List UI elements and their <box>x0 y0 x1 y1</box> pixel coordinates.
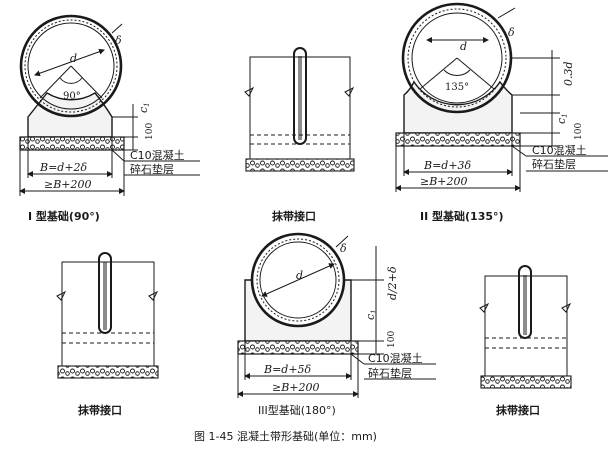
type1-gravel-label: 碎石垫层 <box>130 162 174 176</box>
band-joint-3: 抹带接口 <box>479 265 572 417</box>
type2-delta-label: δ <box>508 26 515 39</box>
type2-B-label: B=d+3δ <box>423 159 472 172</box>
type2-gravel-label: 碎石垫层 <box>532 157 576 171</box>
type3-B-label: B=d+5δ <box>263 363 312 376</box>
type2-c1-label: c1 <box>555 113 569 124</box>
type3-pipe-inner <box>259 241 337 319</box>
type2-c10-label: C10混凝土 <box>532 143 587 157</box>
type1-foundation-section: d δ 90° c1 100 B=d+2δ ≥B+200 C10混凝土 碎石垫层… <box>19 14 200 223</box>
band2-caption: 抹带接口 <box>78 403 122 417</box>
type2-pipe-inner <box>411 12 503 104</box>
type1-gravel-layer <box>19 136 125 151</box>
type1-d-label: d <box>70 52 77 65</box>
type2-pipe-outer <box>401 2 513 114</box>
band1-caption: 抹带接口 <box>272 209 316 223</box>
type1-pipe-inner <box>27 22 115 110</box>
type2-d-label: d <box>460 40 467 53</box>
type2-Btotal-label: ≥B+200 <box>420 175 468 188</box>
type3-Btotal-label: ≥B+200 <box>272 381 320 394</box>
type2-angle-label: 135° <box>445 82 469 93</box>
type3-d2-label: d/2+δ <box>386 266 399 300</box>
type3-gravel-label: 碎石垫层 <box>368 366 412 380</box>
type1-angle-label: 90° <box>63 91 81 102</box>
type1-c1-label: c1 <box>137 102 151 113</box>
band3-caption: 抹带接口 <box>496 403 540 417</box>
type3-100-label: 100 <box>387 331 397 348</box>
type2-caption: II 型基础(135°) <box>420 209 504 223</box>
type1-B-label: B=d+2δ <box>39 161 88 174</box>
type1-Btotal-label: ≥B+200 <box>44 178 92 191</box>
type1-delta-label: δ <box>115 34 122 47</box>
type2-foundation-section: d 135° δ 0.3d c1 100 B=d+3δ ≥B+200 C10混凝… <box>395 2 608 223</box>
type2-gravel-layer <box>395 132 521 147</box>
type3-d-label: d <box>296 269 303 282</box>
type1-c10-label: C10混凝土 <box>130 148 185 162</box>
type1-100-label: 100 <box>145 123 155 140</box>
type3-caption: III型基础(180°) <box>258 403 336 417</box>
type2-03d-label: 0.3d <box>562 61 575 86</box>
type3-c10-label: C10混凝土 <box>368 351 423 365</box>
type1-caption: I 型基础(90°) <box>28 209 100 223</box>
type3-gravel-layer <box>237 340 359 355</box>
figure-caption: 图 1-45 混凝土带形基础(单位：mm) <box>194 429 377 443</box>
band-joint-2: 抹带接口 <box>56 252 159 417</box>
type3-foundation-section: d δ c1 d/2+δ 100 B=d+5δ ≥B+200 C10混凝土 碎石… <box>237 232 436 417</box>
type3-delta-label: δ <box>340 242 347 255</box>
type2-100-label: 100 <box>574 123 584 140</box>
type1-pipe-outer <box>19 14 123 118</box>
type3-c1-label: c1 <box>364 309 378 320</box>
band-joint-1: 抹带接口 <box>244 47 355 223</box>
